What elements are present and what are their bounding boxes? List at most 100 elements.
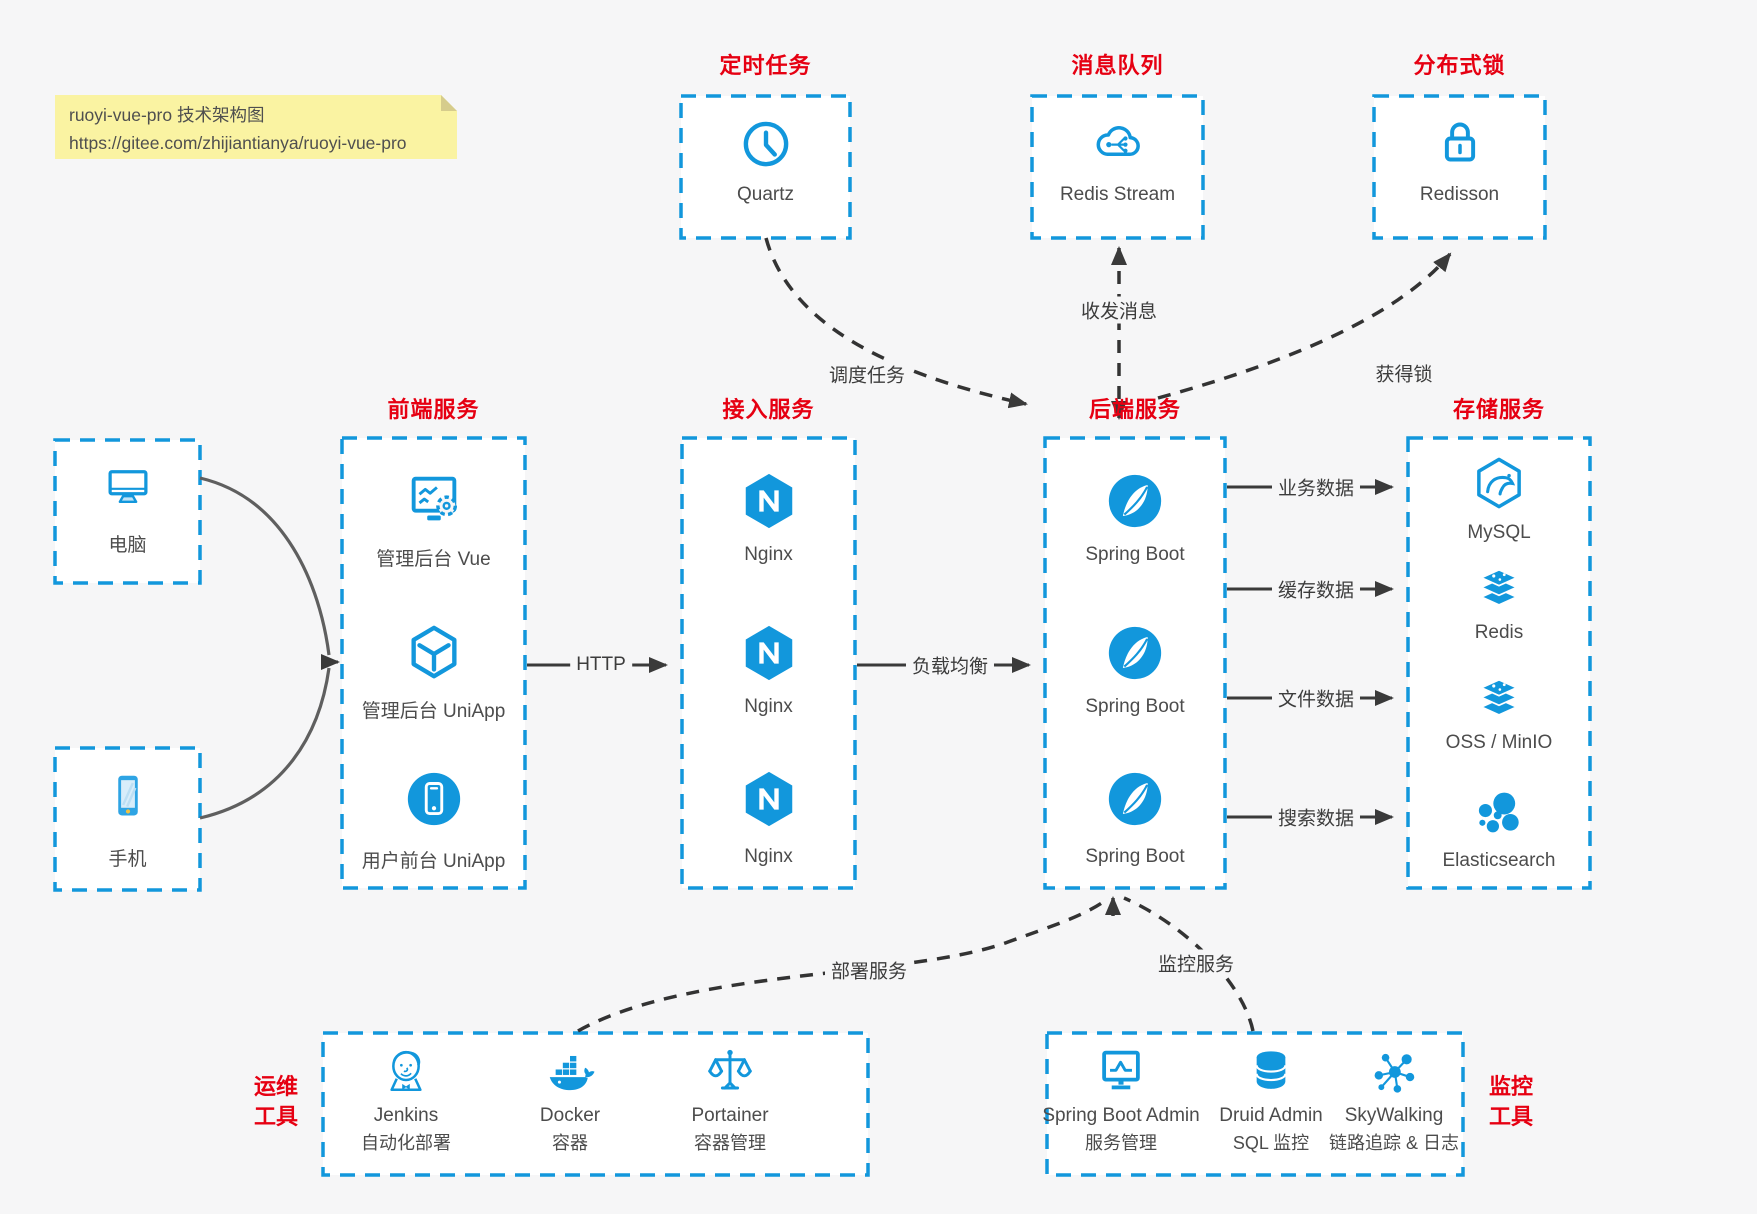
edge-label-file-data: 文件数据 [1271,684,1361,712]
cloud-stream-icon [1090,114,1146,170]
node-label-quartz: Quartz [736,184,795,205]
node-label-elasticsearch: Elasticsearch [1442,850,1556,871]
node-label-nginx-1: Nginx [744,544,793,565]
tool-desc-portainer: 容器管理 [694,1133,766,1153]
quartz-box [679,94,852,240]
tool-name-druid: Druid Admin [1219,1105,1323,1126]
group-backend: Spring Boot Spring Boot Spring Boot [1045,438,1225,888]
edge-label-schedule: 调度任务 [822,360,912,388]
node-label-mobile: 手机 [108,849,147,870]
node-label-admin-uniapp: 管理后台 UniApp [361,701,506,722]
edge-monitor [1123,896,1255,1032]
node-redis-stream: Redis Stream [1032,96,1203,238]
edge-pc-to-frontend [199,476,331,656]
node-label-redis-stream: Redis Stream [1059,184,1176,205]
nginx-icon [738,622,800,684]
jenkins-icon [379,1045,433,1099]
edge-label-deploy: 部署服务 [824,956,914,984]
nginx-icon [738,470,800,532]
edge-label-business-data: 业务数据 [1271,473,1361,501]
clock-icon [738,116,794,172]
tool-desc-spring-boot-admin: 服务管理 [1085,1133,1157,1153]
node-label-admin-vue: 管理后台 Vue [376,549,491,570]
tool-name-jenkins: Jenkins [373,1105,439,1126]
title-distributed-lock: 分布式锁 [1413,53,1506,78]
spring-boot-admin-icon [1094,1045,1148,1099]
sticky-note: ruoyi-vue-pro 技术架构图 https://gitee.com/zh… [55,95,457,159]
skywalking-icon [1367,1045,1421,1099]
node-mobile-client: 手机 [55,748,200,890]
tool-name-skywalking: SkyWalking [1344,1105,1444,1126]
node-label-pc: 电脑 [108,535,147,556]
side-label-ops: 运维 工具 [238,1072,314,1132]
tool-name-spring-boot-admin: Spring Boot Admin [1042,1105,1200,1126]
note-url: https://gitee.com/zhijiantianya/ruoyi-vu… [69,133,407,153]
admin-vue-icon [403,470,465,532]
group-frontend: 管理后台 Vue 管理后台 UniApp 用户前台 UniApp [342,438,525,888]
tool-desc-docker: 容器 [552,1133,588,1153]
side-label-monitor-line2: 工具 [1488,1104,1533,1129]
spring-boot-icon [1104,768,1166,830]
title-message-queue: 消息队列 [1071,53,1164,78]
group-monitor-tools: Spring Boot Admin 服务管理 Druid Admin SQL 监… [1042,1033,1463,1175]
mysql-icon [1471,455,1527,511]
node-label-oss-minio: OSS / MinIO [1445,732,1553,753]
node-label-spring-boot-1: Spring Boot [1085,544,1185,565]
node-label-nginx-2: Nginx [744,696,793,717]
node-label-redisson: Redisson [1419,184,1500,205]
group-storage: MySQL Redis OSS / MinIO Elasticsearch [1408,438,1590,888]
group-access: Nginx Nginx Nginx [682,438,855,888]
edge-mobile-to-frontend [199,667,331,820]
title-frontend-services: 前端服务 [387,397,480,422]
redis-icon [1471,562,1527,618]
user-app-icon [403,768,465,830]
nginx-icon [738,768,800,830]
node-label-user-uniapp: 用户前台 UniApp [361,851,506,872]
edge-label-search-data: 搜索数据 [1271,803,1361,831]
node-label-mysql: MySQL [1467,522,1531,543]
title-access-services: 接入服务 [722,397,815,422]
edge-deploy [577,898,1108,1033]
edge-label-cache-data: 缓存数据 [1271,575,1361,603]
spring-boot-icon [1104,622,1166,684]
node-quartz: Quartz [681,96,850,238]
pc-client-box [53,438,202,585]
edge-schedule-task [764,237,1028,409]
desktop-icon [102,462,154,514]
group-ops-tools: Jenkins 自动化部署 Docker 容器 Portainer 容器管理 [323,1033,868,1175]
monitor-tools-box [1045,1031,1465,1177]
spring-boot-icon [1104,470,1166,532]
portainer-icon [703,1045,757,1099]
edge-label-http: HTTP [570,654,632,676]
tool-desc-jenkins: 自动化部署 [361,1133,451,1153]
elasticsearch-icon [1471,786,1527,842]
docker-icon [543,1045,597,1099]
node-label-nginx-3: Nginx [744,846,793,867]
side-label-ops-line2: 工具 [253,1104,298,1129]
title-backend-services: 后端服务 [1088,397,1181,422]
druid-icon [1244,1045,1298,1099]
mobile-client-box [53,746,202,892]
side-label-ops-line1: 运维 [253,1074,298,1099]
uniapp-cube-icon [403,622,465,684]
node-label-spring-boot-2: Spring Boot [1085,696,1185,717]
node-label-redis: Redis [1474,622,1524,643]
smartphone-icon [102,770,154,822]
tool-name-portainer: Portainer [691,1105,769,1126]
side-label-monitor-line1: 监控 [1488,1074,1533,1099]
mq-box [1030,94,1205,240]
tool-desc-druid: SQL 监控 [1232,1133,1310,1153]
edge-label-acquire-lock: 获得锁 [1369,359,1439,387]
side-label-monitor: 监控 工具 [1473,1072,1549,1132]
note-title: ruoyi-vue-pro 技术架构图 [69,105,265,125]
title-storage-services: 存储服务 [1452,397,1545,422]
tool-name-docker: Docker [539,1105,601,1126]
tool-desc-skywalking: 链路追踪 & 日志 [1328,1133,1459,1153]
oss-minio-icon [1471,672,1527,728]
node-label-spring-boot-3: Spring Boot [1085,846,1185,867]
edge-label-monitor: 监控服务 [1151,949,1241,977]
edge-label-messaging: 收发消息 [1074,296,1164,324]
node-redisson: Redisson [1374,96,1545,238]
